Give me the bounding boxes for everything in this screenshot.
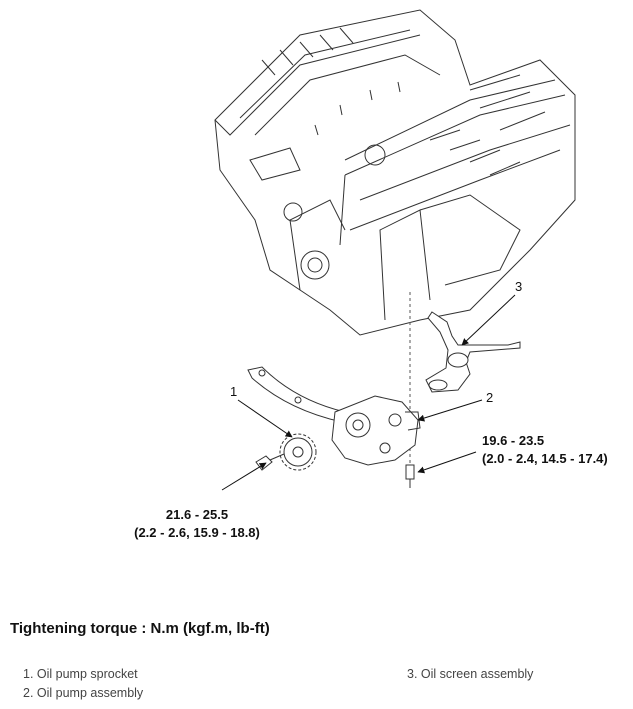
oil-screen-bolt [405, 464, 415, 488]
oil-pump-guide-bracket [247, 366, 346, 423]
screen-torque-nm: 19.6 - 23.5 [482, 433, 544, 448]
callout-2-leader [417, 399, 483, 422]
legend-item-oil-pump-sprocket: 1. Oil pump sprocket [23, 667, 138, 681]
screen-torque-alt: (2.0 - 2.4, 14.5 - 17.4) [482, 451, 608, 466]
callout-2-label: 2 [486, 390, 493, 405]
engine-block-illustration [214, 9, 576, 336]
sprocket-torque-alt: (2.2 - 2.6, 15.9 - 18.8) [134, 525, 260, 540]
sprocket-torque-leader [221, 462, 267, 491]
callout-3-label: 3 [515, 279, 522, 294]
screen-torque-leader [417, 451, 477, 474]
oil-pump-assembly [331, 395, 421, 466]
sprocket-bolt [255, 453, 285, 471]
oil-screen-assembly [425, 311, 521, 393]
torque-units-heading: Tightening torque : N.m (kgf.m, lb-ft) [10, 620, 270, 637]
callout-3-leader [461, 294, 516, 346]
callout-1-label: 1 [230, 384, 237, 399]
oil-pump-sprocket [279, 433, 317, 471]
callout-1-leader [237, 399, 293, 438]
legend-item-oil-screen-assembly: 3. Oil screen assembly [407, 667, 534, 681]
sprocket-torque-nm: 21.6 - 25.5 [166, 507, 228, 522]
engine-oil-pump-diagram: 1 2 3 21.6 - 25.5 (2.2 - 2.6, 15.9 - 18.… [134, 9, 608, 540]
legend-item-oil-pump-assembly: 2. Oil pump assembly [23, 686, 144, 700]
